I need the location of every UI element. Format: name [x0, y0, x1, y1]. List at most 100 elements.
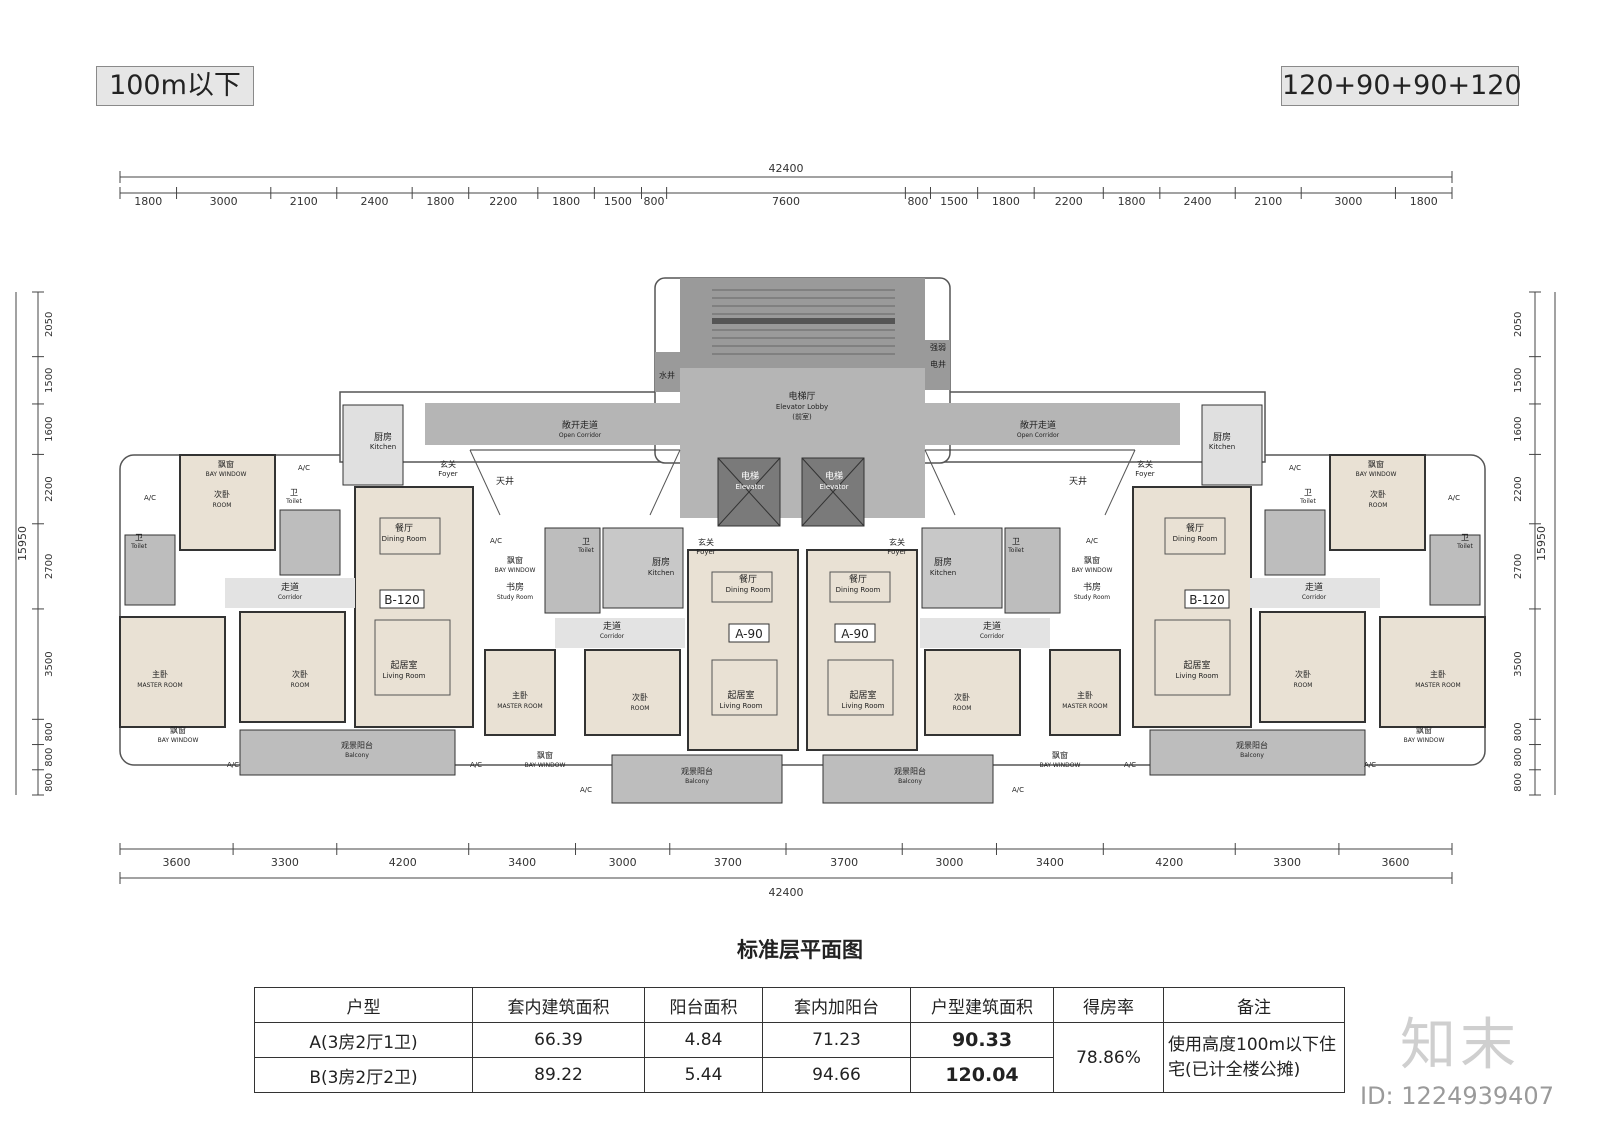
side-dim-label: 2700 — [1513, 554, 1524, 579]
dim-label: 1500 — [604, 195, 632, 208]
elevator-2-cn: 电梯 — [825, 470, 843, 482]
dim-label: 3000 — [1334, 195, 1362, 208]
ac-3: A/C — [1289, 464, 1301, 472]
corridor-1-en: Corridor — [278, 594, 303, 601]
foyer-a-left-en: Foyer — [696, 548, 716, 556]
bay-7-en: BAY WINDOW — [525, 762, 566, 769]
plan-title: 标准层平面图 — [737, 938, 863, 962]
master-a-left-en: MASTER ROOM — [497, 703, 542, 710]
living-b-left-en: Living Room — [383, 672, 426, 680]
bay-2-en: BAY WINDOW — [1356, 471, 1397, 478]
foyer-b-right-en: Foyer — [1135, 470, 1155, 478]
foyer-b-left-en: Foyer — [438, 470, 458, 478]
stair-landing — [712, 318, 895, 324]
dim-label: 1800 — [426, 195, 454, 208]
dim-label: 2200 — [489, 195, 517, 208]
ac-6: A/C — [1364, 761, 1376, 769]
study-left-en: Study Room — [497, 594, 533, 601]
bedroom-a-right-en: ROOM — [953, 705, 972, 712]
bay-5-cn: 飘窗 — [507, 555, 523, 565]
side-total-label: 15950 — [1535, 526, 1548, 561]
bay-3-cn: 飘窗 — [170, 725, 186, 735]
elevator-1-en: Elevator — [735, 483, 764, 491]
dim-label: 3300 — [271, 856, 299, 869]
bay-1-en: BAY WINDOW — [206, 471, 247, 478]
cell-note: 使用高度100m以下住宅(已计全楼公摊) — [1163, 1022, 1345, 1093]
ac-7: A/C — [470, 761, 482, 769]
public-core — [425, 278, 1180, 527]
dim-label: 2400 — [360, 195, 388, 208]
atrium-right-label: 天井 — [1069, 475, 1087, 487]
dim-label: 3700 — [830, 856, 858, 869]
bay-3-en: BAY WINDOW — [158, 737, 199, 744]
brand-watermark: 知末 — [1400, 1013, 1520, 1078]
dim-label: 3300 — [1273, 856, 1301, 869]
bedroom-b-left-en: ROOM — [291, 682, 310, 689]
col-note: 备注 — [1163, 987, 1345, 1023]
study-right-cn: 书房 — [1083, 581, 1101, 593]
open-corridor-right-cn: 敞开走道 — [1020, 419, 1056, 431]
balcony-3-en: Balcony — [685, 778, 709, 785]
toilet-1-cn: 卫 — [290, 488, 298, 497]
elec-shaft-label-1: 强弱 — [930, 343, 946, 352]
ac-11: A/C — [490, 537, 502, 545]
study-left-cn: 书房 — [506, 581, 524, 593]
dim-label: 3000 — [935, 856, 963, 869]
cell-balcony: 4.84 — [644, 1022, 763, 1058]
cell-balcony: 5.44 — [644, 1057, 763, 1093]
unit-b-left-tag: B-120 — [384, 593, 419, 607]
dim-total-label: 42400 — [769, 886, 804, 899]
dim-label: 800 — [907, 195, 928, 208]
side-dimension-chains: 2050150016002200270035008008008001595020… — [15, 291, 1556, 796]
master-a-right-en: MASTER ROOM — [1062, 703, 1107, 710]
toilet-6-en: Toilet — [1007, 547, 1024, 554]
dim-label: 3600 — [1381, 856, 1409, 869]
toilet-2-en: Toilet — [1299, 498, 1316, 505]
foyer-b-right-cn: 玄关 — [1137, 459, 1153, 469]
toilet-3-en: Toilet — [130, 543, 147, 550]
dim-label: 7600 — [772, 195, 800, 208]
bedroom-b-right-cn: 次卧 — [1295, 669, 1311, 679]
atrium-left-label: 天井 — [496, 475, 514, 487]
foyer-a-left-cn: 玄关 — [698, 537, 714, 547]
col-balcony: 阳台面积 — [644, 987, 763, 1023]
bedroom-a-left-en: ROOM — [631, 705, 650, 712]
unit-mix-tag: 120+90+90+120 — [1281, 66, 1522, 106]
dining-b-left-cn: 餐厅 — [395, 522, 413, 534]
table-row: B(3房2厅2卫) 89.22 5.44 94.66 120.04 — [254, 1057, 1345, 1093]
dining-b-right-en: Dining Room — [1173, 535, 1218, 543]
toilet-6-cn: 卫 — [1012, 537, 1020, 546]
image-id-text: ID: 1224939407 — [1360, 1082, 1554, 1110]
col-inner: 套内建筑面积 — [472, 987, 645, 1023]
dim-label: 3400 — [508, 856, 536, 869]
side-dim-label: 800 — [44, 773, 55, 792]
water-shaft-label: 水井 — [659, 370, 675, 380]
cell-inner-plus: 71.23 — [762, 1022, 911, 1058]
room-labels: 电梯厅 Elevator Lobby (前室) 水井 强弱 电井 敞开走道 Op… — [130, 343, 1473, 794]
bedroom-b2-right-cn: 次卧 — [1370, 489, 1386, 499]
open-corridor-left-cn: 敞开走道 — [562, 419, 598, 431]
lobby-label-sub: (前室) — [792, 412, 812, 421]
side-dim-label: 800 — [44, 748, 55, 767]
corridor-1-cn: 走道 — [281, 581, 299, 593]
toilet-4-cn: 卫 — [1461, 533, 1469, 542]
side-dim-label: 3500 — [1513, 651, 1524, 676]
col-gross: 户型建筑面积 — [910, 987, 1054, 1023]
bedroom-b2-left-en: ROOM — [213, 502, 232, 509]
dining-b-left-en: Dining Room — [382, 535, 427, 543]
foyer-b-left-cn: 玄关 — [440, 459, 456, 469]
living-a-left-en: Living Room — [720, 702, 763, 710]
height-tag: 100m以下 — [96, 66, 254, 106]
bay-7-cn: 飘窗 — [537, 750, 553, 760]
cell-gross: 90.33 — [910, 1022, 1054, 1058]
ac-10: A/C — [1012, 786, 1024, 794]
side-dim-label: 2200 — [44, 476, 55, 501]
unit-a-right-tag: A-90 — [841, 627, 869, 641]
kitchen-b-right-cn: 厨房 — [1213, 431, 1231, 443]
col-type: 户型 — [254, 987, 473, 1023]
corridor-3-cn: 走道 — [603, 620, 621, 632]
kitchen-a-left-cn: 厨房 — [652, 556, 670, 568]
dining-a-left-en: Dining Room — [726, 586, 771, 594]
